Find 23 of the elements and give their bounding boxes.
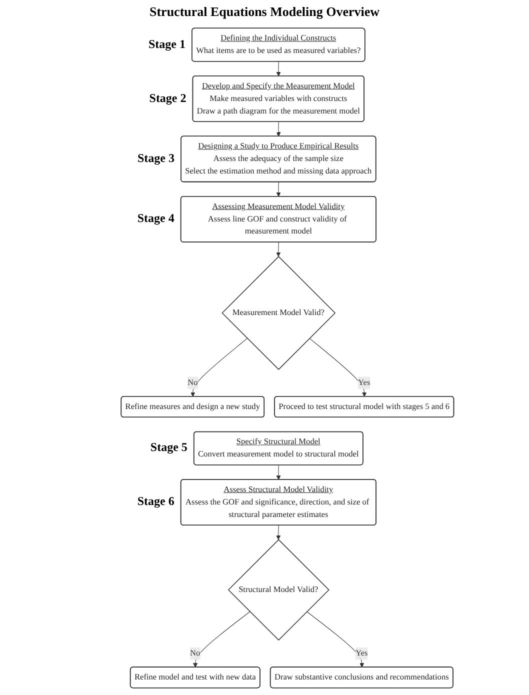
stage-label: Stage 1 (148, 36, 186, 52)
arrow (276, 525, 280, 540)
arrow (192, 611, 250, 668)
stage-label: Stage 3 (138, 150, 174, 166)
edge-label: Yes (355, 648, 368, 658)
stage-label: Stage 5 (150, 440, 188, 456)
arrow (276, 61, 280, 76)
arrow (190, 338, 248, 397)
edge-label: Yes (358, 378, 370, 388)
arrow (306, 611, 364, 668)
arrow (308, 338, 366, 397)
arrow (276, 242, 280, 257)
node-diamond: Structural Model Valid? (227, 539, 329, 641)
edge-label: No (190, 648, 200, 658)
edge-label: No (187, 378, 198, 388)
node-diamond: Measurement Model Valid? (221, 256, 336, 370)
arrow (276, 122, 280, 137)
arrow (276, 464, 280, 480)
diagram-title: Structural Equations Modeling Overview (148, 4, 381, 20)
stage-label: Stage 2 (149, 90, 186, 106)
stage-label: Stage 6 (137, 494, 174, 510)
stage-label: Stage 4 (137, 211, 174, 226)
arrow (276, 182, 280, 197)
